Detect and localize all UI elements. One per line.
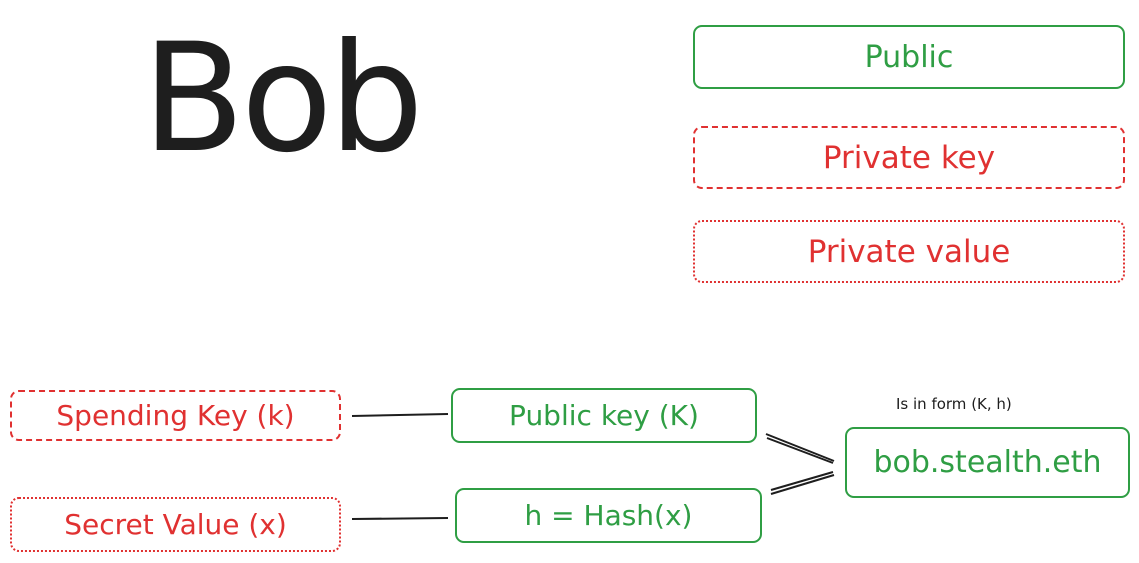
hash-node: h = Hash(x)	[455, 488, 762, 543]
stealth-address-label: bob.stealth.eth	[873, 445, 1102, 480]
connector-public-to-stealth	[765, 433, 835, 464]
legend-public-label: Public	[864, 39, 954, 75]
legend-private-key-label: Private key	[822, 139, 996, 176]
legend-private-value-label: Private value	[807, 233, 1011, 270]
public-key-label: Public key (K)	[509, 399, 699, 432]
connector-secret-to-hash	[351, 517, 449, 520]
secret-value-label: Secret Value (x)	[64, 508, 287, 541]
connector-hash-to-stealth	[770, 471, 835, 495]
spending-key-node: Spending Key (k)	[10, 390, 341, 441]
stealth-address-node: bob.stealth.eth	[845, 427, 1130, 498]
public-key-node: Public key (K)	[451, 388, 757, 443]
hash-label: h = Hash(x)	[524, 499, 693, 532]
legend-private-key: Private key	[693, 126, 1125, 189]
legend-private-value: Private value	[693, 220, 1125, 283]
secret-value-node: Secret Value (x)	[10, 497, 341, 552]
connector-spending-to-public	[351, 413, 449, 417]
diagram-title: Bob	[142, 12, 424, 186]
spending-key-label: Spending Key (k)	[56, 399, 295, 432]
legend-public: Public	[693, 25, 1125, 89]
stealth-form-note: Is in form (K, h)	[896, 395, 1012, 413]
